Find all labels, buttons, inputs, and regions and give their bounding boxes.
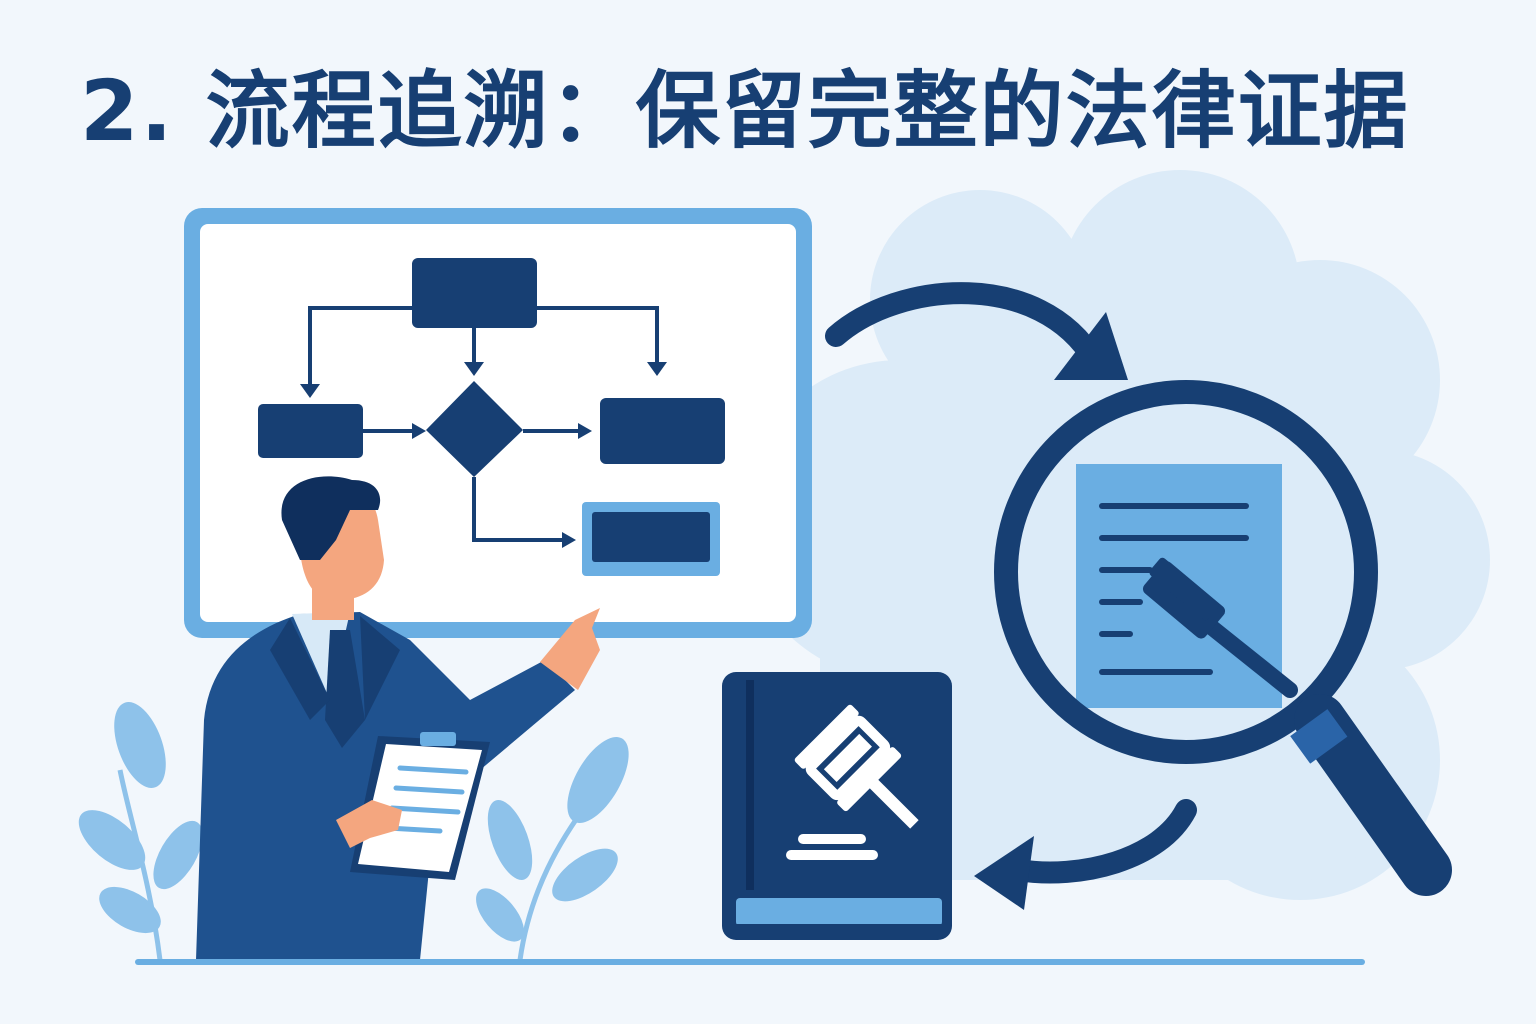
flow-box-left <box>258 404 363 458</box>
magnifying-glass <box>994 380 1452 896</box>
flow-decision-diamond <box>426 381 523 477</box>
flow-box-top <box>412 258 537 328</box>
cycle-arrow-bottom <box>974 799 1197 910</box>
leaf-plant-right <box>476 737 629 961</box>
flow-box-right <box>600 398 725 464</box>
law-book-gavel <box>722 672 952 940</box>
gavel <box>1142 557 1298 698</box>
leaf-plant-left <box>78 702 203 961</box>
flowchart-board <box>184 208 812 638</box>
cycle-arrow-top <box>825 282 1128 380</box>
clipboard <box>336 732 490 880</box>
page-title: 2. 流程追溯：保留完整的法律证据 <box>80 62 1410 160</box>
